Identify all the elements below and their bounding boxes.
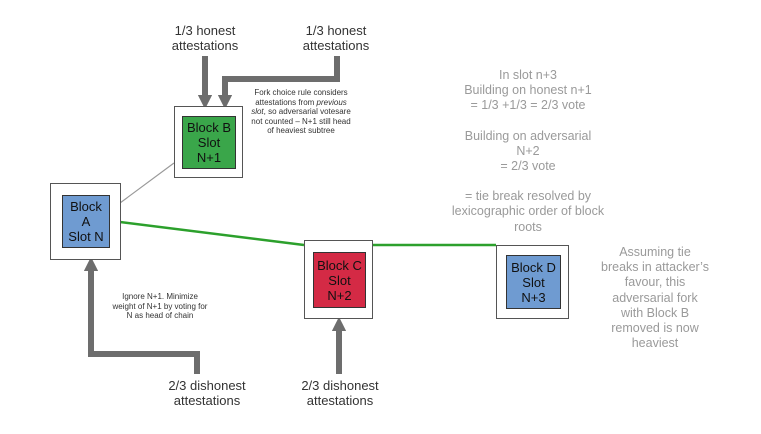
block-b-name: Block B (186, 120, 232, 135)
ignore-note: Ignore N+1. Minimize weight of N+1 by vo… (112, 292, 208, 320)
block-c: Block C Slot N+2 (313, 252, 366, 308)
block-c-slot: N+2 (327, 287, 352, 303)
block-d-frame: Block D Slot N+3 (496, 245, 569, 319)
link-a-to-c (119, 220, 305, 247)
block-a-slot: Slot N (68, 229, 104, 244)
block-b-frame: Block B Slot N+1 (174, 106, 243, 178)
block-a-letter: A (81, 214, 91, 229)
conclusion-text: Assuming tie breaks in attacker’s favour… (601, 245, 709, 351)
fork-choice-note: Fork choice rule considers attestations … (251, 88, 351, 135)
block-c-slot-label: Slot (328, 272, 351, 288)
block-a-frame: Block A Slot N (50, 183, 121, 260)
dishonest-attestations-2: 2/3 dishonest attestations (301, 378, 379, 408)
block-d-name: Block D (511, 259, 556, 275)
arrow-honest-2-to-b (217, 56, 340, 110)
block-a: Block A Slot N (62, 195, 110, 248)
block-c-frame: Block C Slot N+2 (304, 240, 373, 319)
link-a-to-b (119, 162, 175, 204)
block-b-slot-label: Slot (197, 135, 221, 150)
arrow-dishonest-1-to-a (83, 256, 200, 374)
block-b-slot: N+1 (196, 150, 222, 165)
block-c-name: Block C (317, 257, 362, 273)
block-d: Block D Slot N+3 (506, 255, 561, 309)
honest-attestations-2: 1/3 honest attestations (302, 23, 370, 53)
honest-attestations-1: 1/3 honest attestations (171, 23, 239, 53)
block-a-name: Block (70, 199, 102, 214)
block-d-slot-label: Slot (522, 274, 545, 290)
block-d-slot: N+3 (521, 289, 546, 305)
vote-analysis-text: In slot n+3 Building on honest n+1 = 1/3… (451, 68, 605, 234)
dishonest-attestations-1: 2/3 dishonest attestations (168, 378, 246, 408)
block-b: Block B Slot N+1 (182, 116, 236, 169)
